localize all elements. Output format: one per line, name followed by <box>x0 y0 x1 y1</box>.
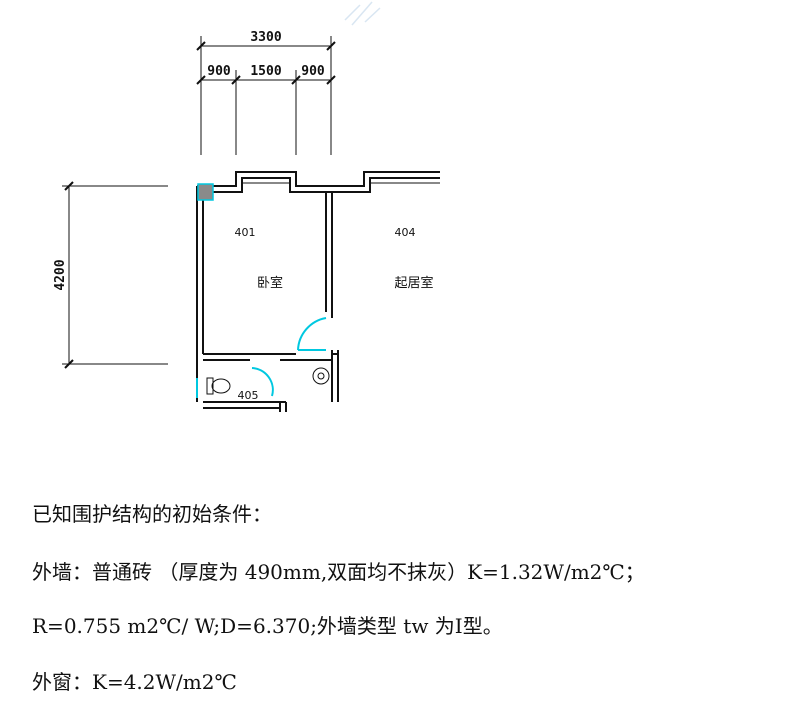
room-404-name: 起居室 <box>394 275 433 291</box>
toilet-icon <box>206 377 231 395</box>
sink-icon <box>312 367 330 385</box>
left-dimension: 4200 <box>53 181 168 369</box>
conditions-heading: 已知围护结构的初始条件： <box>32 502 272 526</box>
column-block <box>197 183 214 201</box>
dim-total-label: 3300 <box>250 30 281 45</box>
dim-part-3-label: 900 <box>301 64 325 79</box>
exterior-wall-params: R=0.755 m2℃/ W;D=6.370;外墙类型 tw 为Ⅰ型。 <box>32 614 503 638</box>
exterior-wall-spec: 外墙：普通砖 （厚度为 490mm,双面均不抹灰）K=1.32W/m2℃； <box>32 560 645 584</box>
floor-plan-drawing: 3300 900 1500 900 4200 <box>53 1 440 412</box>
dim-height-label: 4200 <box>53 259 68 290</box>
exterior-window-spec: 外窗：K=4.2W/m2℃ <box>32 670 237 694</box>
watermark <box>344 1 381 26</box>
dim-part-2-label: 1500 <box>250 64 281 79</box>
room-405-number: 405 <box>238 389 259 402</box>
room-401-number: 401 <box>235 226 256 239</box>
walls <box>196 171 440 412</box>
room-404-number: 404 <box>395 226 416 239</box>
room-401-name: 卧室 <box>257 275 283 291</box>
doors <box>196 317 327 398</box>
top-dimensions: 3300 900 1500 900 <box>196 30 336 155</box>
dim-part-1-label: 900 <box>207 64 231 79</box>
